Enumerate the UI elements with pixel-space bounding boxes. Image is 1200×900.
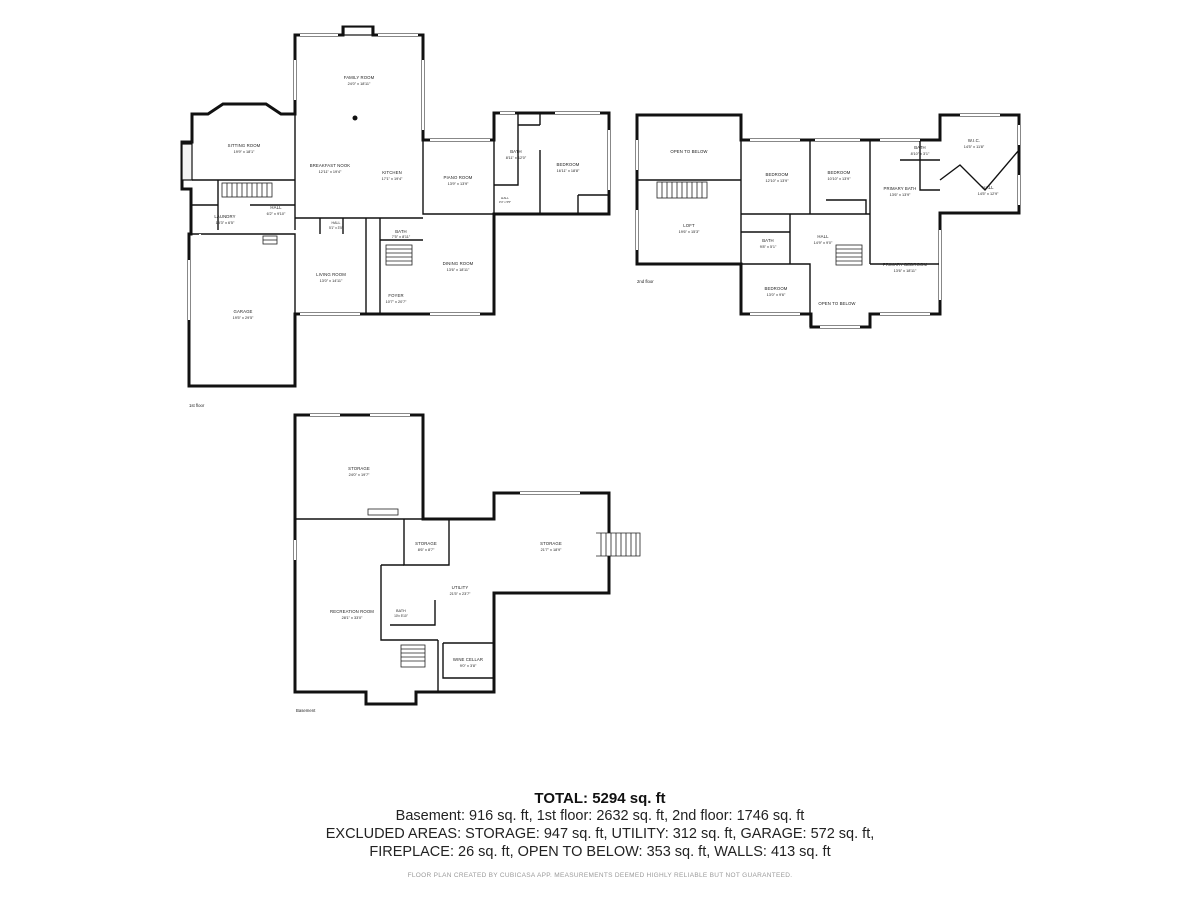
room-labels: FAMILY ROOM 24'0" x 18'11" SITTING ROOM … bbox=[214, 75, 999, 668]
room-name: BEDROOM bbox=[765, 286, 788, 291]
excluded-areas-line-2: FIREPLACE: 26 sq. ft, OPEN TO BELOW: 353… bbox=[369, 844, 831, 860]
room-dims: 6'2" x 9'10" bbox=[267, 212, 286, 216]
room-name: DINING ROOM bbox=[443, 261, 474, 266]
room-name: BATH bbox=[762, 238, 774, 243]
room-dims: 13'9" x 13'9" bbox=[448, 182, 469, 186]
total-area: TOTAL: 5294 sq. ft bbox=[534, 790, 666, 807]
room-dims: 16'11" x 18'8" bbox=[557, 169, 580, 173]
room-dims: 24'0" x 19'7" bbox=[349, 473, 370, 477]
room-name: HALL bbox=[982, 185, 994, 190]
room-dims: 10'7" x 20'7" bbox=[386, 300, 407, 304]
second-floor-plan bbox=[635, 113, 1021, 329]
room-name: LOFT bbox=[683, 223, 695, 228]
room-name: RECREATION ROOM bbox=[330, 609, 374, 614]
room-name: FAMILY ROOM bbox=[344, 75, 375, 80]
room-dims: 5'1" x 3'5" bbox=[329, 226, 343, 230]
room-dims: 13'3" x 6'5" bbox=[216, 221, 235, 225]
room-name: PIANO ROOM bbox=[444, 175, 473, 180]
room-dims: 13'6" x 13'9" bbox=[890, 193, 911, 197]
room-dims: 21'7" x 18'9" bbox=[541, 548, 562, 552]
room-dims: 12'10" x 13'9" bbox=[766, 179, 790, 183]
room-dims: 10'x 5'10" bbox=[394, 614, 408, 618]
room-dims: 19'6" x 15'3" bbox=[679, 230, 700, 234]
room-name: WINE CELLAR bbox=[453, 657, 483, 662]
room-name: BEDROOM bbox=[828, 170, 851, 175]
room-name: KITCHEN bbox=[382, 170, 402, 175]
first-floor-label: 1st floor bbox=[189, 403, 205, 408]
room-name: BATH bbox=[396, 609, 406, 613]
room-dims: 8'10" x 3'1" bbox=[911, 152, 930, 156]
room-name: LAUNDRY bbox=[214, 214, 235, 219]
room-dims: 7'5" x 8'11" bbox=[392, 235, 411, 239]
credit-note: FLOOR PLAN CREATED BY CUBICASA APP. MEAS… bbox=[407, 872, 793, 879]
room-name: BEDROOM bbox=[766, 172, 789, 177]
room-dims: 9'8" x 5'1" bbox=[760, 245, 777, 249]
room-dims: 17'1" x 19'4" bbox=[382, 177, 403, 181]
room-dims: 14'5" x 11'8" bbox=[964, 145, 985, 149]
excluded-areas-line: EXCLUDED AREAS: STORAGE: 947 sq. ft, UTI… bbox=[325, 826, 875, 842]
room-dims: 3'4" x 5'5" bbox=[499, 200, 511, 204]
room-name: HALL bbox=[501, 196, 509, 200]
room-dims: 14'9" x 9'0" bbox=[814, 241, 833, 245]
room-name: STORAGE bbox=[415, 541, 437, 546]
room-dims: 8'11" x 12'0" bbox=[506, 156, 527, 160]
room-dims: 13'6" x 18'11" bbox=[447, 268, 470, 272]
room-dims: 13'0" x 14'11" bbox=[320, 279, 343, 283]
room-name: LIVING ROOM bbox=[316, 272, 346, 277]
room-name: HALL bbox=[332, 221, 341, 225]
second-floor-label: 2nd floor bbox=[637, 279, 654, 284]
room-name: UTILITY bbox=[452, 585, 469, 590]
basement-label: Basement bbox=[296, 708, 316, 713]
room-name: BREAKFAST NOOK bbox=[310, 163, 351, 168]
room-dims: 9'0" x 3'8" bbox=[460, 664, 477, 668]
room-name: STORAGE bbox=[540, 541, 562, 546]
room-dims: 21'5" x 23'7" bbox=[450, 592, 471, 596]
room-dims: 12'11" x 19'4" bbox=[319, 170, 342, 174]
room-name: HALL bbox=[817, 234, 829, 239]
room-name: OPEN TO BELOW bbox=[818, 301, 856, 306]
first-floor-plan bbox=[180, 25, 611, 388]
basement-plan bbox=[293, 413, 641, 706]
room-dims: 8'6" x 8'7" bbox=[418, 548, 435, 552]
room-name: PRIMARY BATH bbox=[884, 186, 917, 191]
room-name: BATH bbox=[395, 229, 407, 234]
room-dims: 28'1" x 33'0" bbox=[342, 616, 363, 620]
room-name: OPEN TO BELOW bbox=[670, 149, 708, 154]
room-name: BEDROOM bbox=[557, 162, 580, 167]
room-name: BATH bbox=[914, 145, 926, 150]
room-dims: 13'6" x 18'11" bbox=[894, 269, 917, 273]
room-name: SITTING ROOM bbox=[228, 143, 261, 148]
room-dims: 13'0" x 9'6" bbox=[767, 293, 786, 297]
room-dims: 19'9" x 18'1" bbox=[234, 150, 255, 154]
room-name: GARAGE bbox=[234, 309, 253, 314]
room-dims: 14'5" x 12'9" bbox=[978, 192, 999, 196]
room-name: W.I.C. bbox=[968, 138, 980, 143]
room-name: FOYER bbox=[388, 293, 403, 298]
room-dims: 10'10" x 13'9" bbox=[828, 177, 852, 181]
room-name: STORAGE bbox=[348, 466, 370, 471]
room-name: HALL bbox=[270, 205, 282, 210]
room-dims: 19'5" x 29'5" bbox=[233, 316, 254, 320]
room-dims: 24'0" x 18'11" bbox=[348, 82, 371, 86]
room-name: PRIMARY BEDROOM bbox=[883, 262, 928, 267]
floor-areas-line: Basement: 916 sq. ft, 1st floor: 2632 sq… bbox=[395, 808, 805, 824]
room-name: BATH bbox=[510, 149, 522, 154]
